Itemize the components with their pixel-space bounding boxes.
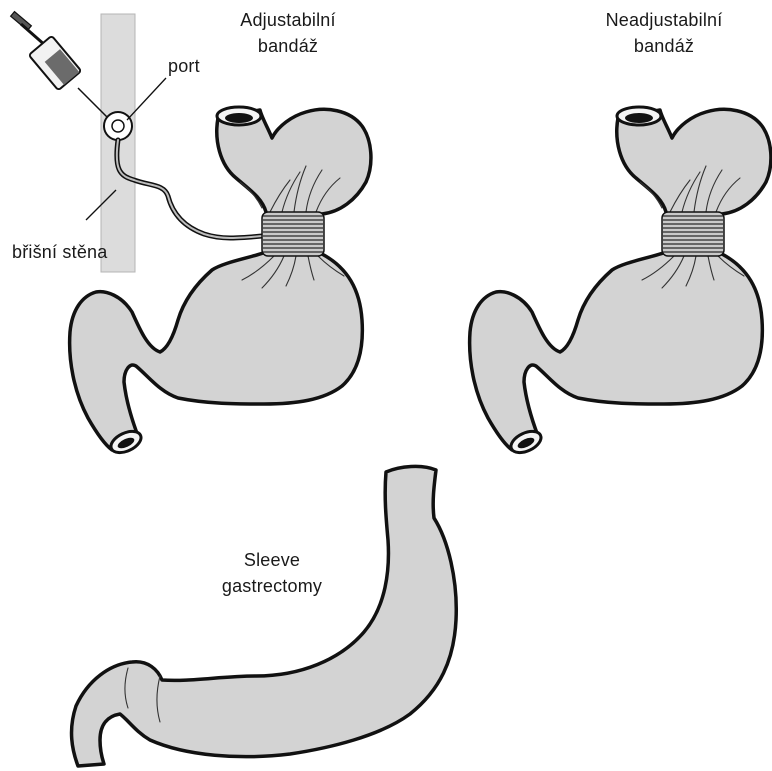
sleeve-label-line2: gastrectomy — [222, 576, 322, 596]
abdominal-wall-label: břišní stěna — [12, 242, 108, 262]
port-icon — [104, 112, 132, 140]
nonadjustable-band-label-line1: Neadjustabilní — [606, 10, 723, 30]
adjustable-band-label-line1: Adjustabilní — [240, 10, 335, 30]
port-label: port — [168, 56, 200, 76]
stomach-nonadjustable-band — [470, 107, 771, 457]
syringe-icon — [11, 12, 112, 122]
sleeve-label-line1: Sleeve — [244, 550, 300, 570]
sleeve-stomach — [72, 466, 457, 766]
nonadjustable-band-label-line2: bandáž — [634, 36, 694, 56]
adjustable-band-label-line2: bandáž — [258, 36, 318, 56]
